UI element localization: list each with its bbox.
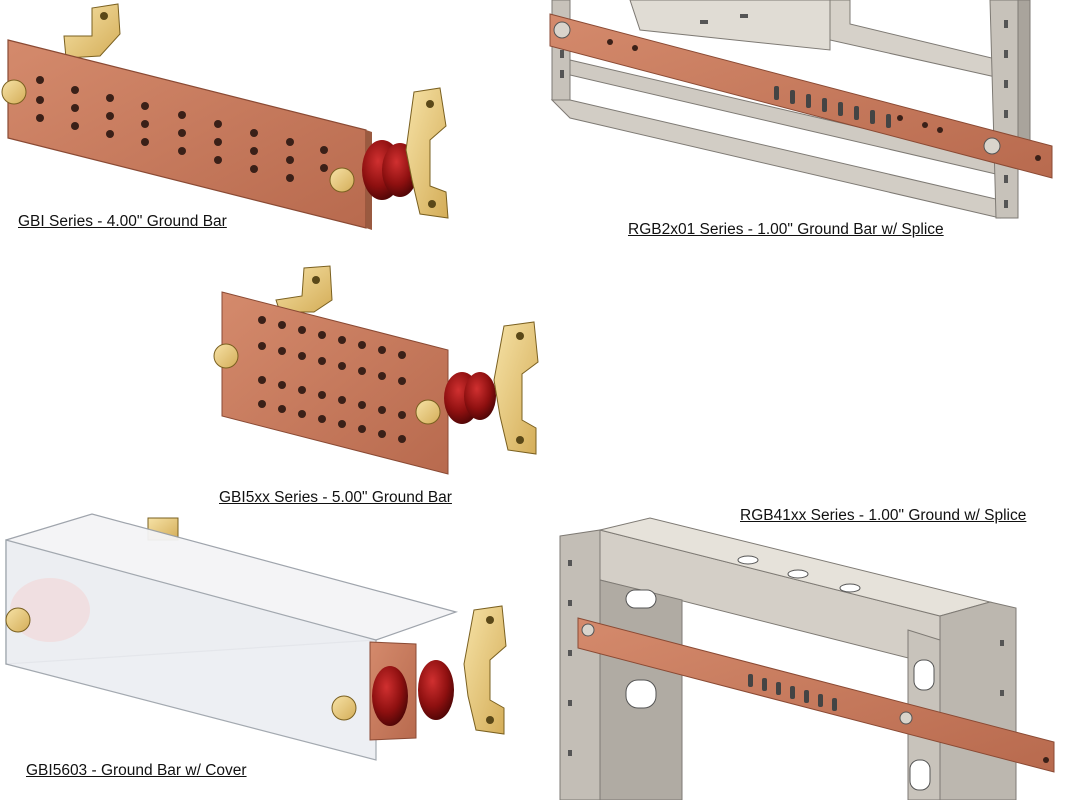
rgb2x01-series-illustration <box>549 0 1053 219</box>
gbi5603-illustration <box>5 513 507 761</box>
gbi-series-illustration <box>1 3 449 230</box>
caption-gbi-series: GBI Series - 4.00" Ground Bar <box>18 213 227 230</box>
caption-rgb2x01-series: RGB2x01 Series - 1.00" Ground Bar w/ Spl… <box>628 221 944 238</box>
rgb41xx-series-illustration <box>559 517 1055 800</box>
gbi5xx-series-illustration <box>213 265 539 475</box>
caption-gbi5xx-series: GBI5xx Series - 5.00" Ground Bar <box>219 489 452 506</box>
caption-gbi5603: GBI5603 - Ground Bar w/ Cover <box>26 762 247 779</box>
caption-rgb41xx-series: RGB41xx Series - 1.00" Ground w/ Splice <box>740 507 1027 524</box>
